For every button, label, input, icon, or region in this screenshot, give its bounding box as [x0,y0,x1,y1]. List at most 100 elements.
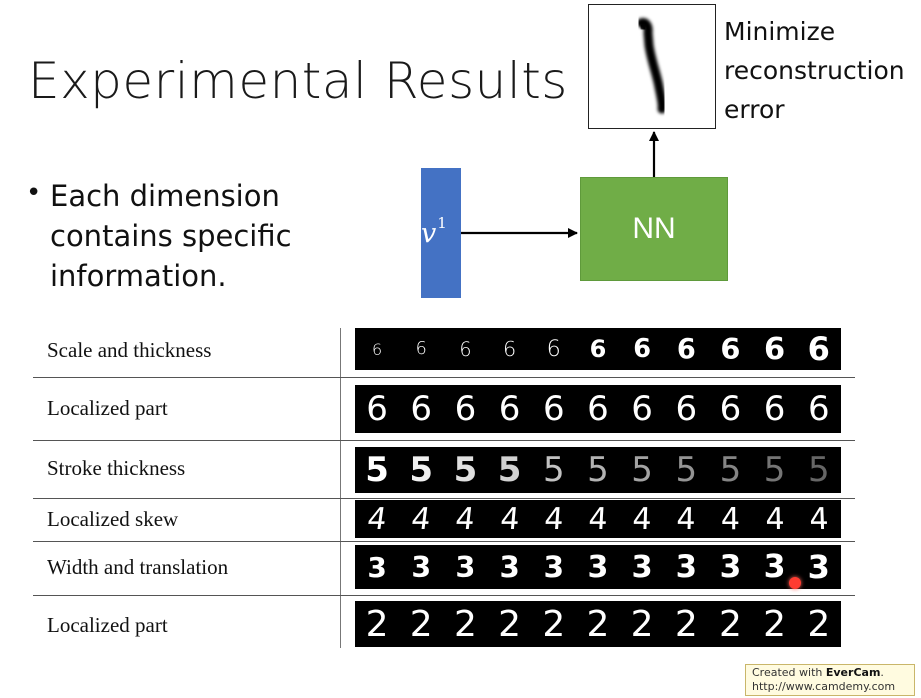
table-row-divider [33,377,855,378]
digit-sample: 2 [498,603,522,645]
digit-sample: 3 [499,550,520,584]
table-row-divider [33,440,855,441]
row-label-scale-thickness: Scale and thickness [47,338,212,362]
digit-sample: 4 [587,501,609,537]
digit-sample: 3 [411,550,432,584]
digit-sample: 6 [807,330,830,368]
digit-sample: 3 [763,549,786,585]
digit-sample: 3 [367,550,387,584]
digit-sample: 2 [409,603,433,645]
digit-sample: 6 [502,337,517,361]
digit-sample: 6 [676,333,696,365]
table-row-divider [33,541,855,542]
digit-sample: 5 [719,450,742,490]
table-row-divider [33,595,855,596]
digit-sample: 5 [631,450,653,490]
digit-sample: 2 [763,603,787,645]
digit-sample: 6 [454,389,477,429]
table-row-divider [33,498,855,499]
digit-sample: 4 [720,501,740,537]
digit-sample: 5 [453,450,478,490]
digit-sample: 5 [763,450,786,490]
table-divider-vertical [340,328,341,648]
digit-sample: 5 [409,450,434,490]
digit-sample: 6 [631,389,653,429]
digit-sample: 5 [497,450,522,490]
digit-sample: 4 [409,501,433,537]
digit-sample: 2 [719,603,742,645]
digit-sample: 6 [542,389,565,429]
digit-sample: 6 [498,389,521,429]
digit-sample: 4 [454,501,477,537]
digit-sample: 5 [807,450,830,490]
row-label-localized-skew: Localized skew [47,507,179,531]
digit-sample: 2 [674,603,698,645]
row-label-localized-part-2: Localized part [47,613,168,637]
digit-sample: 6 [633,334,652,364]
digit-sample: 3 [675,549,697,585]
digit-sample: 2 [807,603,831,645]
digit-sample: 6 [459,337,472,361]
digit-sample: 2 [542,603,566,645]
digit-sample: 6 [764,331,786,367]
digit-sample: 3 [807,548,830,586]
digit-sample: 3 [455,550,476,584]
watermark-url: http://www.camdemy.com [752,680,896,693]
code-symbol: v [421,218,437,249]
laser-pointer-dot [789,577,801,589]
digit-sample: 2 [630,603,654,645]
handwritten-digit-one-icon [636,18,667,114]
slide-title: Experimental Results [28,52,568,110]
watermark-brand: EverCam [825,666,881,679]
digit-sample: 5 [675,450,698,490]
code-superscript: 1 [437,214,447,232]
digit-sample: 4 [808,501,829,537]
digit-sample: 6 [719,389,742,429]
row-label-localized-part-6: Localized part [47,396,168,420]
digit-sample: 6 [807,389,830,429]
digit-sample: 6 [410,389,433,429]
digit-sample: 2 [365,603,389,645]
row-label-stroke-thickness: Stroke thickness [47,456,186,480]
digit-sample: 3 [587,549,609,585]
nn-decoder-box: NN [580,177,728,281]
digit-sample: 3 [631,549,653,585]
minimize-reconstruction-error-label: Minimize reconstruction error [724,17,905,124]
digit-sample: 2 [586,603,610,645]
digit-sample: 6 [589,335,607,363]
digit-sample: 2 [453,603,477,645]
digit-sample: 6 [675,389,698,429]
digit-sample: 5 [587,450,609,490]
digit-sample: 3 [719,549,742,585]
digit-sample: 6 [415,339,427,359]
code-vector-label: v1 [421,214,461,249]
evercam-watermark: Created with EverCam. http://www.camdemy… [745,664,915,696]
digit-sample: 5 [365,450,389,490]
digit-sample: 4 [676,501,697,537]
bullet-text: Each dimension contains specific informa… [50,179,292,293]
digit-sample: 6 [720,332,741,366]
digit-sample: 4 [542,501,565,537]
digit-sample: 6 [366,389,388,429]
bullet-marker: • [26,178,42,208]
digit-sample: 6 [546,336,561,362]
digit-sample: 4 [498,501,521,537]
nn-label: NN [632,212,676,245]
digit-sample: 3 [543,550,565,584]
digit-sample: 6 [587,389,609,429]
digit-sample: 4 [365,501,390,537]
digit-sample: 5 [542,450,565,490]
code-vector-bar [421,168,461,298]
reconstructed-digit-image [588,4,716,129]
row-label-width-translation: Width and translation [47,555,229,579]
digit-sample: 4 [764,501,785,537]
digit-sample: 6 [763,389,786,429]
digit-sample: 4 [631,501,653,537]
